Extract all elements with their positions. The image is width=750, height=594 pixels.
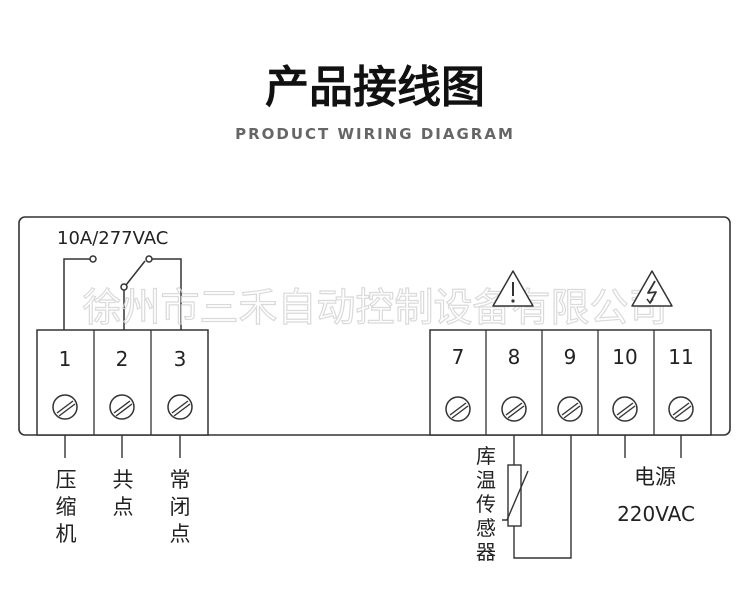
svg-text:闭: 闭 [170,495,191,519]
svg-text:库: 库 [476,444,496,468]
terminal-number: 1 [59,347,72,371]
svg-text:点: 点 [170,522,191,546]
sensor-circuit [513,435,572,559]
screw-terminal-icon [52,394,78,420]
svg-text:缩: 缩 [56,495,77,519]
page-title: 产品接线图 [265,62,485,113]
terminal-number: 8 [508,345,521,369]
screw-terminal-icon [612,396,638,422]
svg-text:压: 压 [56,468,77,492]
normally-closed-label: 常 闭 点 [170,468,191,546]
screw-terminal-icon [167,394,193,420]
terminal-9[interactable]: 9 [557,345,583,422]
terminal-number: 2 [116,347,129,371]
terminal-number: 7 [452,345,465,369]
terminal-2[interactable]: 2 [109,347,135,420]
svg-text:常: 常 [170,468,191,492]
svg-text:感: 感 [476,516,496,540]
terminal-leads [64,435,682,458]
svg-text:机: 机 [56,522,77,546]
screw-terminal-icon [109,394,135,420]
svg-text:点: 点 [113,495,134,519]
terminal-number: 11 [668,345,693,369]
thermistor-symbol-icon [502,464,529,527]
terminal-8[interactable]: 8 [501,345,527,422]
screw-terminal-icon [501,396,527,422]
svg-text:器: 器 [476,540,496,564]
terminal-number: 3 [174,347,187,371]
screw-terminal-icon [557,396,583,422]
terminal-10[interactable]: 10 [612,345,638,422]
relay-rating-label: 10A/277VAC [57,228,168,249]
power-voltage-label: 220VAC [617,502,695,526]
controller-body [18,216,731,436]
page-subtitle: PRODUCT WIRING DIAGRAM [235,125,515,143]
terminal-11[interactable]: 11 [668,345,694,422]
svg-text:共: 共 [113,468,134,492]
caution-triangle-icon [492,270,534,307]
terminal-7[interactable]: 7 [445,345,471,422]
terminal-number: 9 [564,345,577,369]
high-voltage-triangle-icon [631,270,673,307]
screw-terminal-icon [668,396,694,422]
compressor-label: 压 缩 机 [56,468,77,546]
common-point-label: 共 点 [113,468,134,519]
terminal-3[interactable]: 3 [167,347,193,420]
svg-text:温: 温 [476,468,496,492]
relay-contact-wiring [63,255,182,330]
sensor-label: 库 温 传 感 器 [476,444,496,564]
terminal-number: 10 [612,345,637,369]
svg-text:传: 传 [476,492,496,516]
screw-terminal-icon [445,396,471,422]
terminal-1[interactable]: 1 [52,347,78,420]
company-watermark: 徐州市三禾自动控制设备有限公司 [82,286,667,331]
power-supply-label: 电源 [634,465,676,489]
